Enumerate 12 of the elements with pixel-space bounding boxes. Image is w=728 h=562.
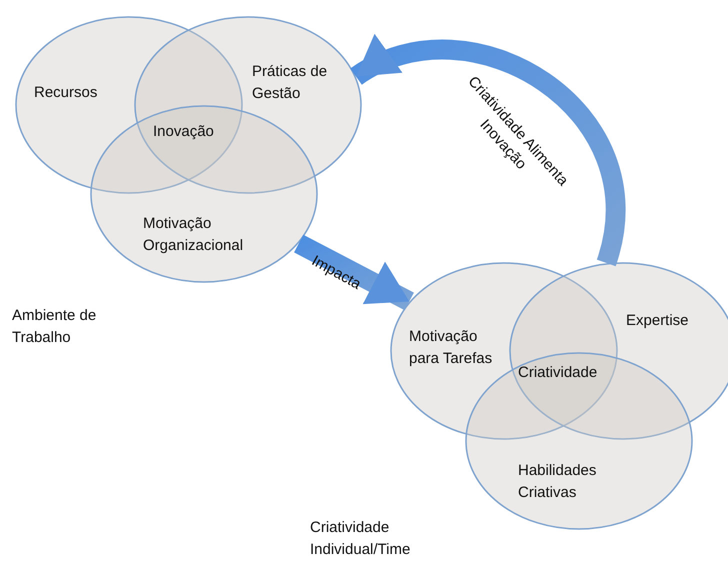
circle-label: Práticas de Gestão [252,62,328,104]
circle-label: Recursos [34,83,98,103]
circle-label: Habilidades Criativas [518,461,598,503]
block-arrow [351,36,625,266]
circle-label: Motivação para Tarefas [409,327,494,369]
block-arrow [294,234,414,310]
overlap-label: Inovação [153,122,215,142]
overlap-label: Criatividade [518,363,598,383]
circle-label: Motivação Organizacional [143,214,244,256]
circle-label: Expertise [626,311,690,331]
group-caption: Ambiente de Trabalho [12,306,98,348]
group-caption: Criatividade Individual/Time [310,518,412,560]
